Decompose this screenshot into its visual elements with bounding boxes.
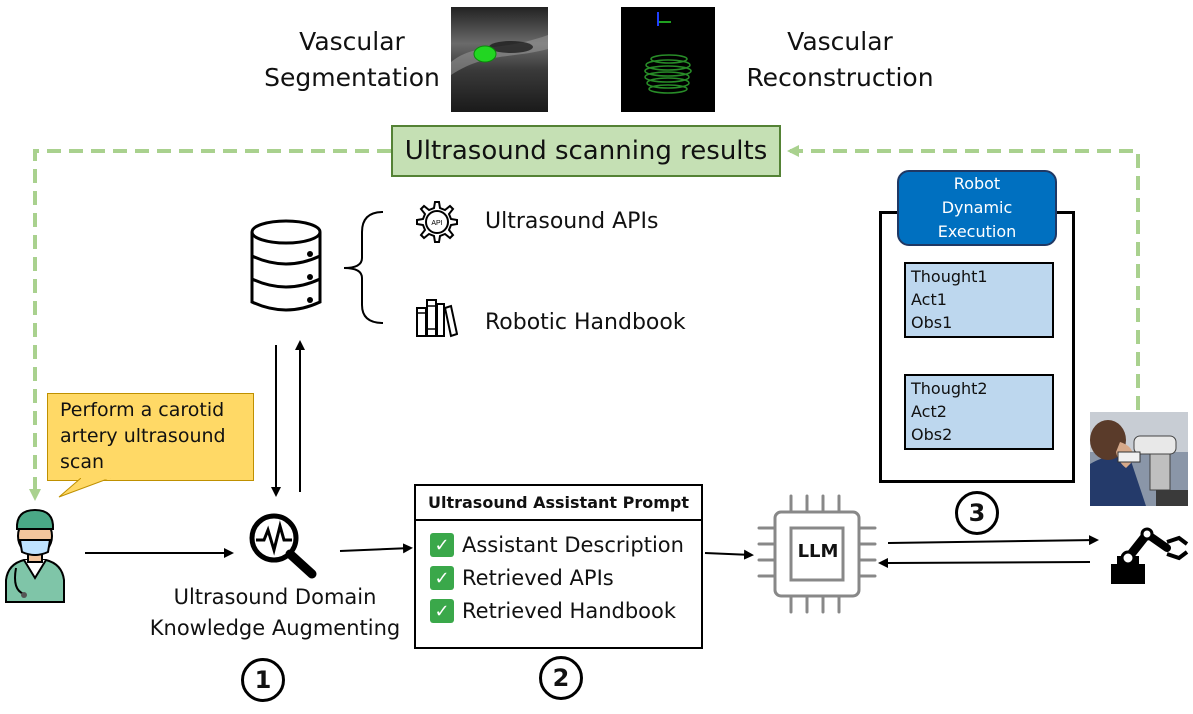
prompt-title: Ultrasound Assistant Prompt <box>416 486 701 521</box>
request-line1: Perform a carotid <box>60 399 225 421</box>
arrow-augment-prompt <box>339 543 413 554</box>
execution-title-line3: Execution <box>937 222 1017 241</box>
check-icon: ✓ <box>430 533 454 557</box>
books-icon <box>416 299 458 338</box>
feedback-line-right <box>787 145 1140 410</box>
reconstruction-image <box>621 7 715 112</box>
llm-chip-icon <box>757 494 877 614</box>
step-obs: Obs1 <box>911 313 953 332</box>
augment-label-line1: Ultrasound Domain <box>173 585 377 609</box>
arrow-robot-llm <box>878 557 1091 568</box>
api-gear-icon: API <box>416 201 458 243</box>
augment-label: Ultrasound Domain Knowledge Augmenting <box>138 582 412 644</box>
feedback-line-left <box>29 149 391 501</box>
prompt-item-label: Retrieved APIs <box>462 566 614 590</box>
request-line2: artery ultrasound <box>60 425 226 447</box>
step-act: Act2 <box>911 402 947 421</box>
step-number-3: 3 <box>955 491 999 535</box>
reconstruction-label-line2: Reconstruction <box>746 63 934 92</box>
request-bubble: Perform a carotid artery ultrasound scan <box>47 393 254 481</box>
arrow-prompt-llm <box>704 549 754 560</box>
prompt-item-label: Assistant Description <box>462 533 684 557</box>
execution-title-line2: Dynamic <box>941 198 1013 217</box>
step-number-1: 1 <box>241 658 285 702</box>
augment-label-line2: Knowledge Augmenting <box>149 616 401 640</box>
reconstruction-label-line1: Vascular <box>787 27 893 56</box>
step-number-2: 2 <box>539 656 583 700</box>
robot-scan-photo <box>1090 412 1188 506</box>
scanning-results-label: Ultrasound scanning results <box>404 136 768 166</box>
step-act: Act1 <box>911 290 947 309</box>
prompt-item-label: Retrieved Handbook <box>462 599 677 623</box>
llm-label: LLM <box>797 541 839 562</box>
doctor-icon <box>5 508 65 603</box>
arrow-llm-robot <box>887 535 1099 546</box>
scanning-results-box: Ultrasound scanning results <box>391 125 781 177</box>
execution-title-line1: Robot <box>953 174 1001 193</box>
check-icon: ✓ <box>430 566 454 590</box>
step-thought: Thought1 <box>911 267 988 286</box>
step-obs: Obs2 <box>911 425 953 444</box>
knowledge-brace <box>343 211 384 324</box>
request-line3: scan <box>60 451 105 473</box>
segmentation-label-line1: Vascular <box>299 27 405 56</box>
reconstruction-label: Vascular Reconstruction <box>740 24 940 96</box>
augment-magnifier-icon <box>249 513 317 579</box>
prompt-item-apis: ✓ Retrieved APIs <box>430 563 614 593</box>
segmentation-label-line2: Segmentation <box>264 63 440 92</box>
check-icon: ✓ <box>430 599 454 623</box>
execution-step-2: Thought2 Act2 Obs2 <box>904 374 1054 450</box>
execution-title: Robot Dynamic Execution <box>897 170 1057 246</box>
execution-step-1: Thought1 Act1 Obs1 <box>904 262 1054 338</box>
prompt-item-handbook: ✓ Retrieved Handbook <box>430 596 676 626</box>
database-icon <box>250 219 322 312</box>
robotic-handbook-label: Robotic Handbook <box>485 310 686 335</box>
step-thought: Thought2 <box>911 379 988 398</box>
api-icon-text: API <box>431 220 442 227</box>
segmentation-label: Vascular Segmentation <box>262 24 442 96</box>
segmentation-image <box>451 7 548 112</box>
ultrasound-apis-label: Ultrasound APIs <box>485 209 659 234</box>
assistant-prompt-box: Ultrasound Assistant Prompt ✓ Assistant … <box>414 484 703 649</box>
robot-arm-icon <box>1111 527 1189 584</box>
prompt-item-description: ✓ Assistant Description <box>430 530 684 560</box>
request-bubble-tail <box>58 478 111 498</box>
